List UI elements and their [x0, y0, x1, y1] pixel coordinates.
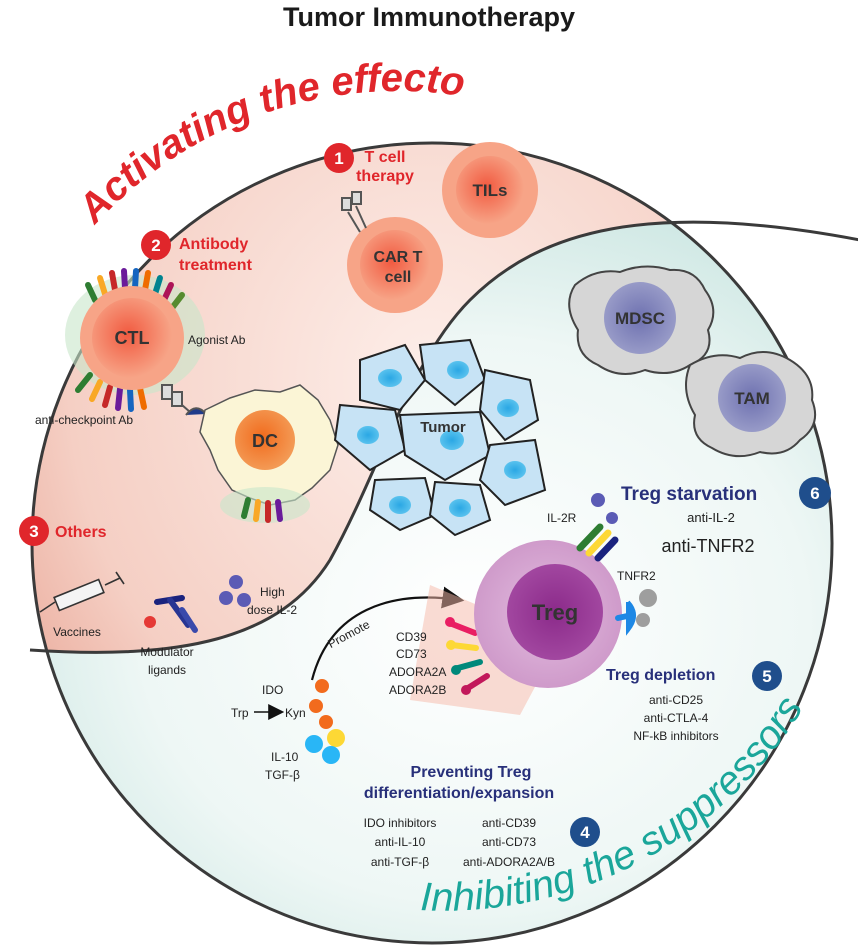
- step-3-number: 3: [29, 522, 38, 541]
- ctl-receptors-top: [85, 268, 185, 311]
- modulator-label-line1: Modulator: [140, 645, 193, 659]
- cd39-label: CD39: [396, 630, 427, 644]
- treg-depletion-item-2: anti-CTLA-4: [644, 711, 709, 725]
- kyn-label: Kyn: [285, 706, 306, 720]
- ctl-receptors-bottom: [75, 372, 147, 412]
- high-dose-label-line1: High: [260, 585, 285, 599]
- mdsc-label: MDSC: [615, 309, 665, 328]
- tnfr2-receptor-icon: [615, 600, 636, 636]
- cart-label-line1: CAR T: [374, 249, 423, 266]
- step-4-number: 4: [580, 823, 590, 842]
- ctl-nucleus: [92, 298, 172, 378]
- treg-depletion-title: Treg depletion: [606, 667, 715, 684]
- car-receptor-icon: [341, 191, 367, 233]
- step-6-badge: [799, 477, 831, 509]
- treg-starvation-title: Treg starvation: [621, 484, 757, 505]
- tumor-label: Tumor: [420, 419, 466, 436]
- step-4-badge: [570, 817, 600, 847]
- treg-nucleus: [507, 564, 603, 660]
- tgfb-label: TGF-β: [265, 768, 300, 782]
- cart-nucleus: [360, 230, 430, 300]
- anti-checkpoint-ab-label: anti-checkpoint Ab: [35, 413, 133, 427]
- cytokine-molecule-icon: [305, 729, 345, 764]
- adora2b-knob: [461, 685, 471, 695]
- treg-depletion-item-1: anti-CD25: [649, 693, 703, 707]
- tils-label: TILs: [473, 181, 508, 200]
- step-3-label: Others: [55, 524, 107, 541]
- treg-starvation-item-1: anti-IL-2: [687, 510, 735, 525]
- tnf-ligand-icon: [636, 589, 657, 627]
- il2-molecule-icon: [219, 575, 251, 607]
- step-1-badge: [324, 143, 354, 173]
- preventing-right-item-2: anti-CD73: [482, 835, 536, 849]
- step-1-number: 1: [334, 149, 343, 168]
- suppressor-region: [32, 222, 832, 943]
- preventing-right-item-3: anti-ADORA2A/B: [463, 855, 555, 869]
- il2r-receptor-icon: [576, 523, 619, 562]
- vaccines-label: Vaccines: [53, 625, 101, 639]
- preventing-right-item-1: anti-CD39: [482, 816, 536, 830]
- dc-receptors: [241, 497, 283, 523]
- dc-label: DC: [252, 431, 278, 451]
- treg-depletion-item-3: NF-kB inhibitors: [633, 729, 718, 743]
- tnfr2-label: TNFR2: [617, 569, 656, 583]
- syringe-icon: [39, 571, 125, 613]
- agonist-ab-label: Agonist Ab: [188, 333, 246, 347]
- step-1-line2: therapy: [356, 168, 414, 185]
- diagram-title: Tumor Immunotherapy: [283, 2, 575, 32]
- tumor-nuclei: [357, 361, 526, 517]
- preventing-left-item-2: anti-IL-10: [375, 835, 426, 849]
- cd73-label: CD73: [396, 647, 427, 661]
- preventing-left-item-3: anti-TGF-β: [371, 855, 429, 869]
- adora2a-knob: [451, 665, 461, 675]
- mdsc-nucleus: [604, 282, 676, 354]
- adora2b-label: ADORA2B: [389, 683, 446, 697]
- treg-starvation-item-2: anti-TNFR2: [661, 536, 754, 556]
- step-2-badge: [141, 230, 171, 260]
- cd39-knob: [445, 617, 455, 627]
- il2r-label: IL-2R: [547, 511, 577, 525]
- high-dose-label-line2: dose IL-2: [247, 603, 297, 617]
- step-2-line1: Antibody: [179, 236, 248, 253]
- preventing-treg-title-line2: differentiation/expansion: [364, 785, 554, 802]
- preventing-left-item-1: IDO inhibitors: [364, 816, 437, 830]
- kyn-molecule-icon: [309, 679, 333, 729]
- cd73-knob: [446, 640, 456, 650]
- step-6-number: 6: [810, 484, 819, 503]
- step-2-line2: treatment: [179, 257, 253, 274]
- modulator-ligand-icon: [144, 595, 198, 633]
- tils-nucleus: [456, 156, 524, 224]
- step-2-number: 2: [151, 236, 160, 255]
- trp-label: Trp: [231, 706, 249, 720]
- tam-nucleus: [718, 364, 786, 432]
- treg-label: Treg: [532, 600, 578, 625]
- preventing-treg-title-line1: Preventing Treg: [411, 764, 532, 781]
- cart-label-line2: cell: [385, 269, 412, 286]
- step-5-number: 5: [762, 667, 771, 686]
- step-1-line1: T cell: [365, 149, 406, 166]
- step-3-badge: [19, 516, 49, 546]
- treg-receptors: [449, 621, 490, 691]
- ido-label: IDO: [262, 683, 283, 697]
- ctl-label: CTL: [115, 328, 150, 348]
- il10-label: IL-10: [271, 750, 299, 764]
- adora2a-label: ADORA2A: [389, 665, 446, 679]
- tam-label: TAM: [734, 389, 770, 408]
- dc-nucleus: [235, 410, 295, 470]
- step-5-badge: [752, 661, 782, 691]
- il2-small-icon: [591, 493, 618, 524]
- modulator-label-line2: ligands: [148, 663, 186, 677]
